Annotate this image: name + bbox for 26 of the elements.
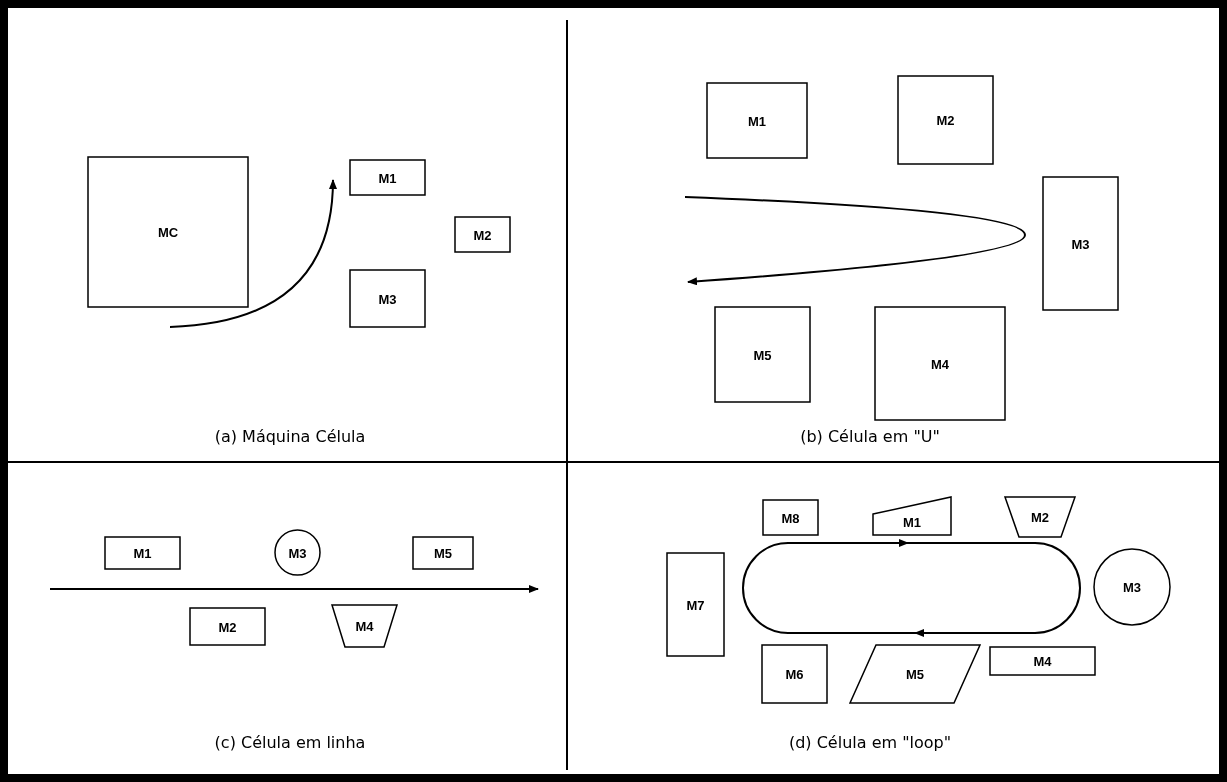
machine-label: M5 [905, 666, 925, 682]
panel-caption: (d) Célula em "loop" [788, 733, 952, 752]
machine-label: M2 [473, 227, 492, 242]
machine-label: M3 [378, 291, 397, 306]
machine-label: M3 [1071, 236, 1090, 251]
panel-caption: (c) Célula em linha [214, 733, 366, 752]
machine-label: MC [157, 224, 179, 240]
machine-label: M2 [936, 112, 955, 128]
panel-caption: (a) Máquina Célula [214, 427, 366, 446]
machine-label: M1 [747, 113, 767, 128]
machine-label: M5 [753, 347, 772, 362]
machine-label: M3 [1122, 579, 1142, 595]
machine-label: M1 [133, 545, 152, 561]
machine-label: M4 [355, 618, 374, 634]
machine-label: M1 [902, 514, 922, 530]
machine-label: M5 [433, 545, 453, 561]
machine-label: M4 [1033, 653, 1052, 669]
machine-label: M3 [288, 545, 307, 560]
machine-label: M2 [1030, 509, 1050, 525]
panel-caption: (b) Célula em "U" [800, 427, 940, 446]
machine-label: M2 [218, 619, 237, 634]
machine-label: M7 [686, 597, 705, 612]
machine-label: M8 [781, 510, 800, 525]
machine-label: M1 [378, 170, 397, 185]
machine-label: M6 [785, 666, 804, 682]
machine-label: M4 [930, 356, 950, 371]
